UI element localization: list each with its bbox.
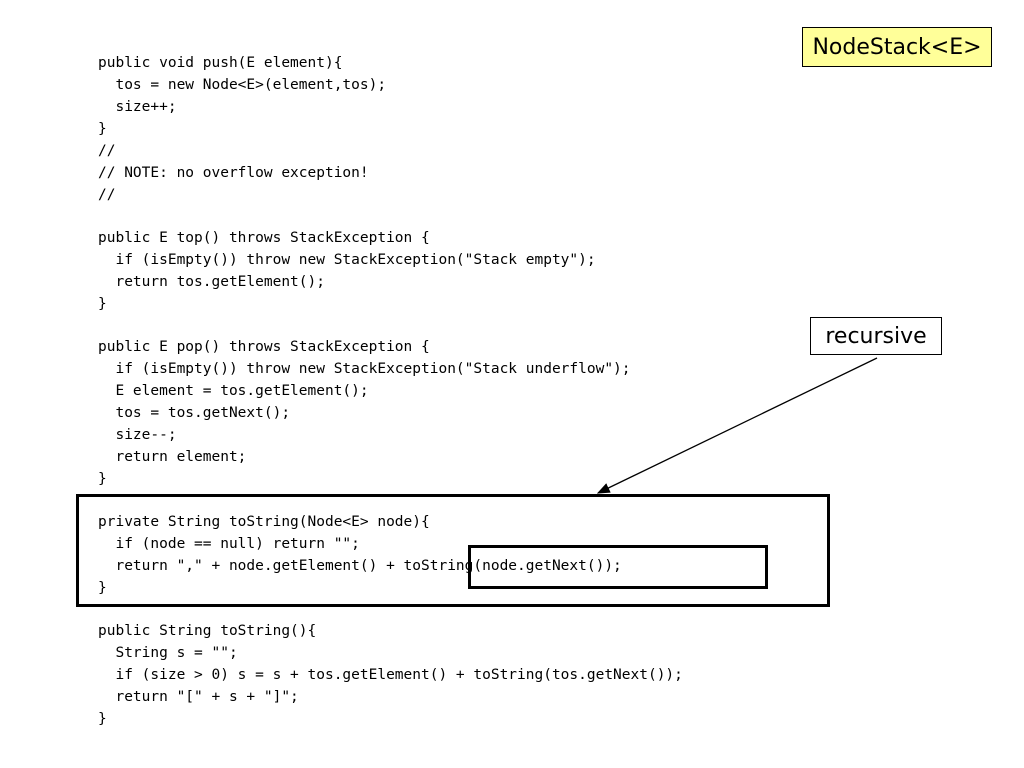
code-line: return element; xyxy=(98,449,247,465)
code-line: } xyxy=(98,121,107,137)
code-line: tos = tos.getNext(); xyxy=(98,405,291,421)
recursive-call-highlight-box xyxy=(468,545,768,589)
code-line: return "[" + s + "]"; xyxy=(98,689,299,705)
code-line: public E pop() throws StackException { xyxy=(98,339,430,355)
code-line: public E top() throws StackException { xyxy=(98,230,430,246)
code-line: size++; xyxy=(98,99,177,115)
code-line: size--; xyxy=(98,427,177,443)
title-box: NodeStack<E> xyxy=(802,27,992,67)
code-line: if (node == null) return ""; xyxy=(98,536,360,552)
code-line: public String toString(){ xyxy=(98,623,317,639)
code-line: if (isEmpty()) throw new StackException(… xyxy=(98,361,631,377)
method-highlight-box xyxy=(76,494,830,607)
code-line: } xyxy=(98,580,107,596)
code-line: tos = new Node<E>(element,tos); xyxy=(98,77,387,93)
code-line: E element = tos.getElement(); xyxy=(98,383,369,399)
code-line: String s = ""; xyxy=(98,645,238,661)
code-line: // NOTE: no overflow exception! xyxy=(98,165,369,181)
code-line: // xyxy=(98,143,116,159)
code-line: } xyxy=(98,711,107,727)
code-line: } xyxy=(98,296,107,312)
code-line: public void push(E element){ xyxy=(98,55,343,71)
code-line: if (isEmpty()) throw new StackException(… xyxy=(98,252,596,268)
code-line: if (size > 0) s = s + tos.getElement() +… xyxy=(98,667,683,683)
code-line: // xyxy=(98,187,116,203)
code-line: } xyxy=(98,471,107,487)
code-line: return tos.getElement(); xyxy=(98,274,325,290)
recursive-callout: recursive xyxy=(810,317,942,355)
code-line: private String toString(Node<E> node){ xyxy=(98,514,430,530)
code-line: return "," + node.getElement() + toStrin… xyxy=(98,558,622,574)
